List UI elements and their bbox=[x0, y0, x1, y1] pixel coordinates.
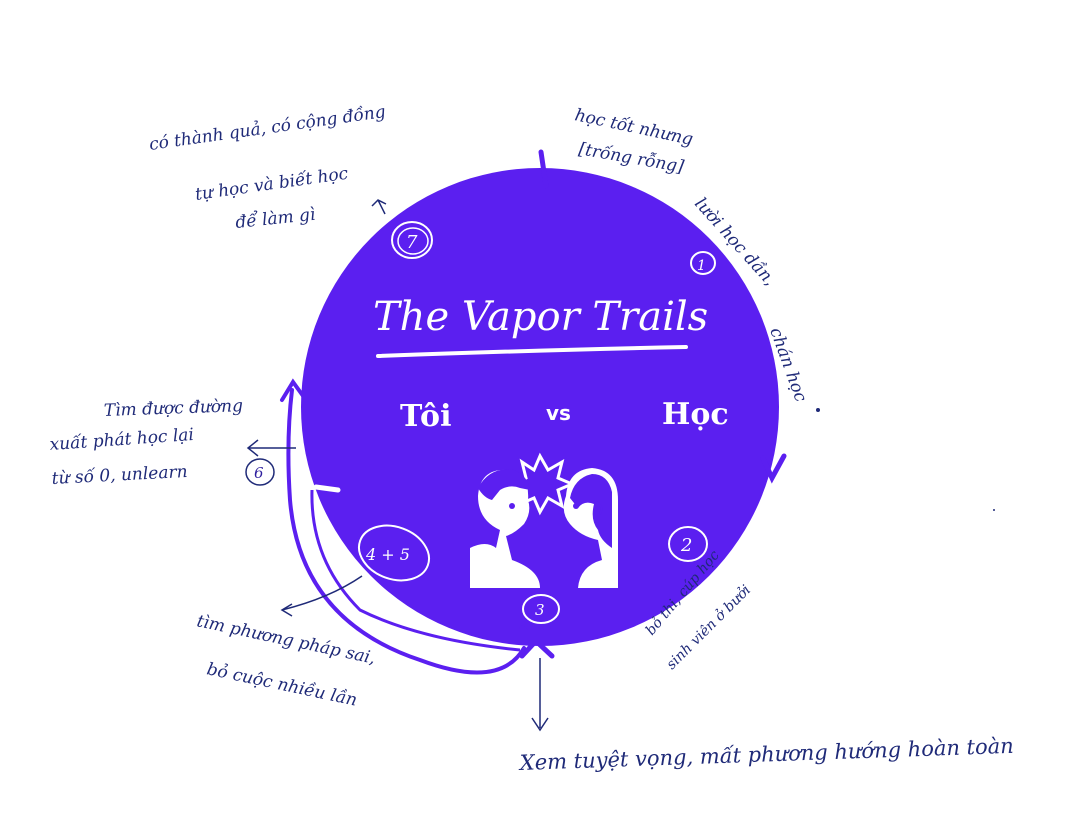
note-top-left-2: tự học và biết học bbox=[194, 164, 350, 205]
dot-mark-2 bbox=[993, 509, 995, 511]
tick-top bbox=[538, 149, 549, 189]
cycle-circle bbox=[301, 168, 779, 646]
note-top-left-3: để làm gì bbox=[234, 205, 316, 233]
svg-text:6: 6 bbox=[254, 464, 264, 482]
recovery-loop-arrow-icon bbox=[280, 378, 308, 402]
right-headword: Học bbox=[662, 397, 729, 432]
recovery-loop-path bbox=[286, 388, 526, 675]
svg-text:2: 2 bbox=[680, 535, 692, 556]
stage-marker-3: 3 bbox=[522, 594, 560, 624]
stage-marker-7: 7 bbox=[391, 221, 433, 259]
left-headword: Tôi bbox=[400, 399, 451, 434]
arrow-to-bottom-left-icon bbox=[280, 575, 363, 617]
arrow-to-top-left-icon bbox=[371, 199, 387, 215]
arrow-right-icon bbox=[760, 453, 787, 484]
stage-marker-4-5: 4 + 5 bbox=[358, 524, 430, 582]
title-underline bbox=[376, 345, 688, 358]
svg-text:1: 1 bbox=[697, 258, 706, 274]
cross-bottom bbox=[519, 625, 555, 659]
note-bottom: Xem tuyệt vọng, mất phương hướng hoàn to… bbox=[517, 734, 1014, 775]
note-bottom-left-2: bỏ cuộc nhiều lần bbox=[205, 659, 359, 710]
svg-text:4 + 5: 4 + 5 bbox=[365, 545, 410, 564]
stage-marker-2: 2 bbox=[668, 526, 708, 562]
arrow-to-left-icon bbox=[246, 439, 296, 457]
stage-marker-1: 1 bbox=[690, 251, 716, 275]
svg-text:7: 7 bbox=[406, 232, 418, 253]
note-top-left-1: có thành quả, có cộng đồng bbox=[148, 102, 387, 155]
svg-text:3: 3 bbox=[535, 601, 545, 619]
note-left-3: từ số 0, unlearn bbox=[51, 462, 188, 489]
note-left-1: Tìm được đường bbox=[103, 396, 243, 421]
note-left-2: xuất phát học lại bbox=[49, 425, 195, 455]
tick-left bbox=[313, 484, 341, 493]
vs-label: vs bbox=[546, 401, 571, 425]
arrow-down-icon bbox=[531, 658, 549, 732]
stage-marker-6: 6 bbox=[245, 458, 275, 486]
inner-loop-path bbox=[310, 489, 521, 652]
dot-mark bbox=[816, 408, 820, 412]
two-faces-icon bbox=[470, 452, 618, 588]
diagram-title: The Vapor Trails bbox=[373, 294, 708, 340]
